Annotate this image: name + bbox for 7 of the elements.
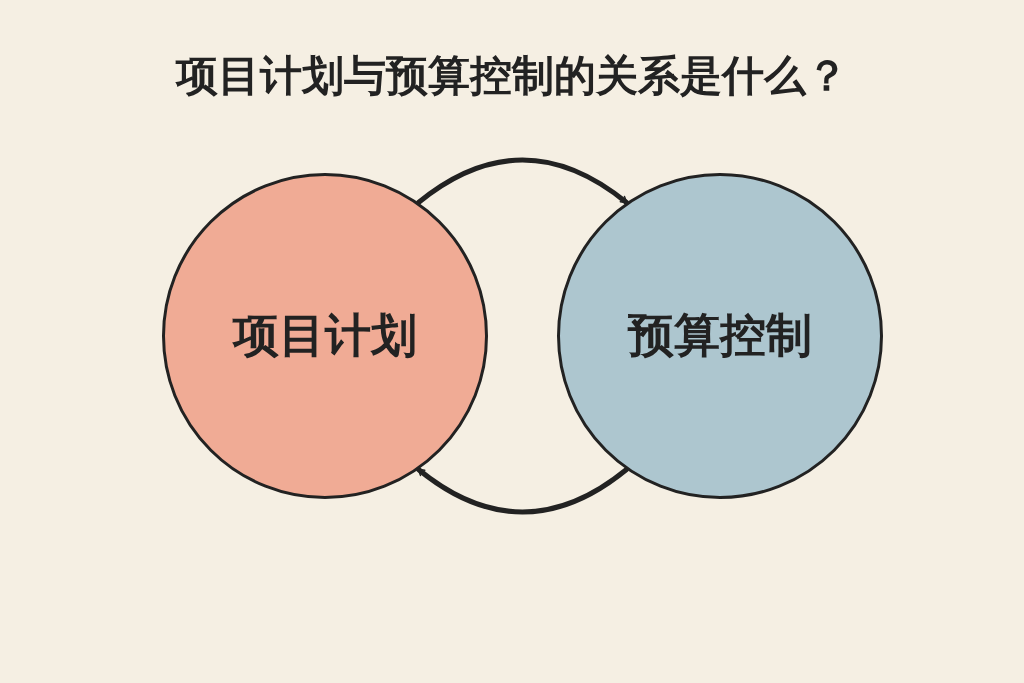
node-label: 预算控制: [626, 307, 813, 364]
topic-circle: [557, 173, 883, 499]
curved-arrow: [416, 157, 629, 205]
title: 项目计划与预算控制的关系是什么？: [174, 50, 849, 102]
topic-circle: [162, 173, 488, 499]
curved-arrow: [416, 467, 629, 515]
node-label: 项目计划: [231, 307, 418, 364]
